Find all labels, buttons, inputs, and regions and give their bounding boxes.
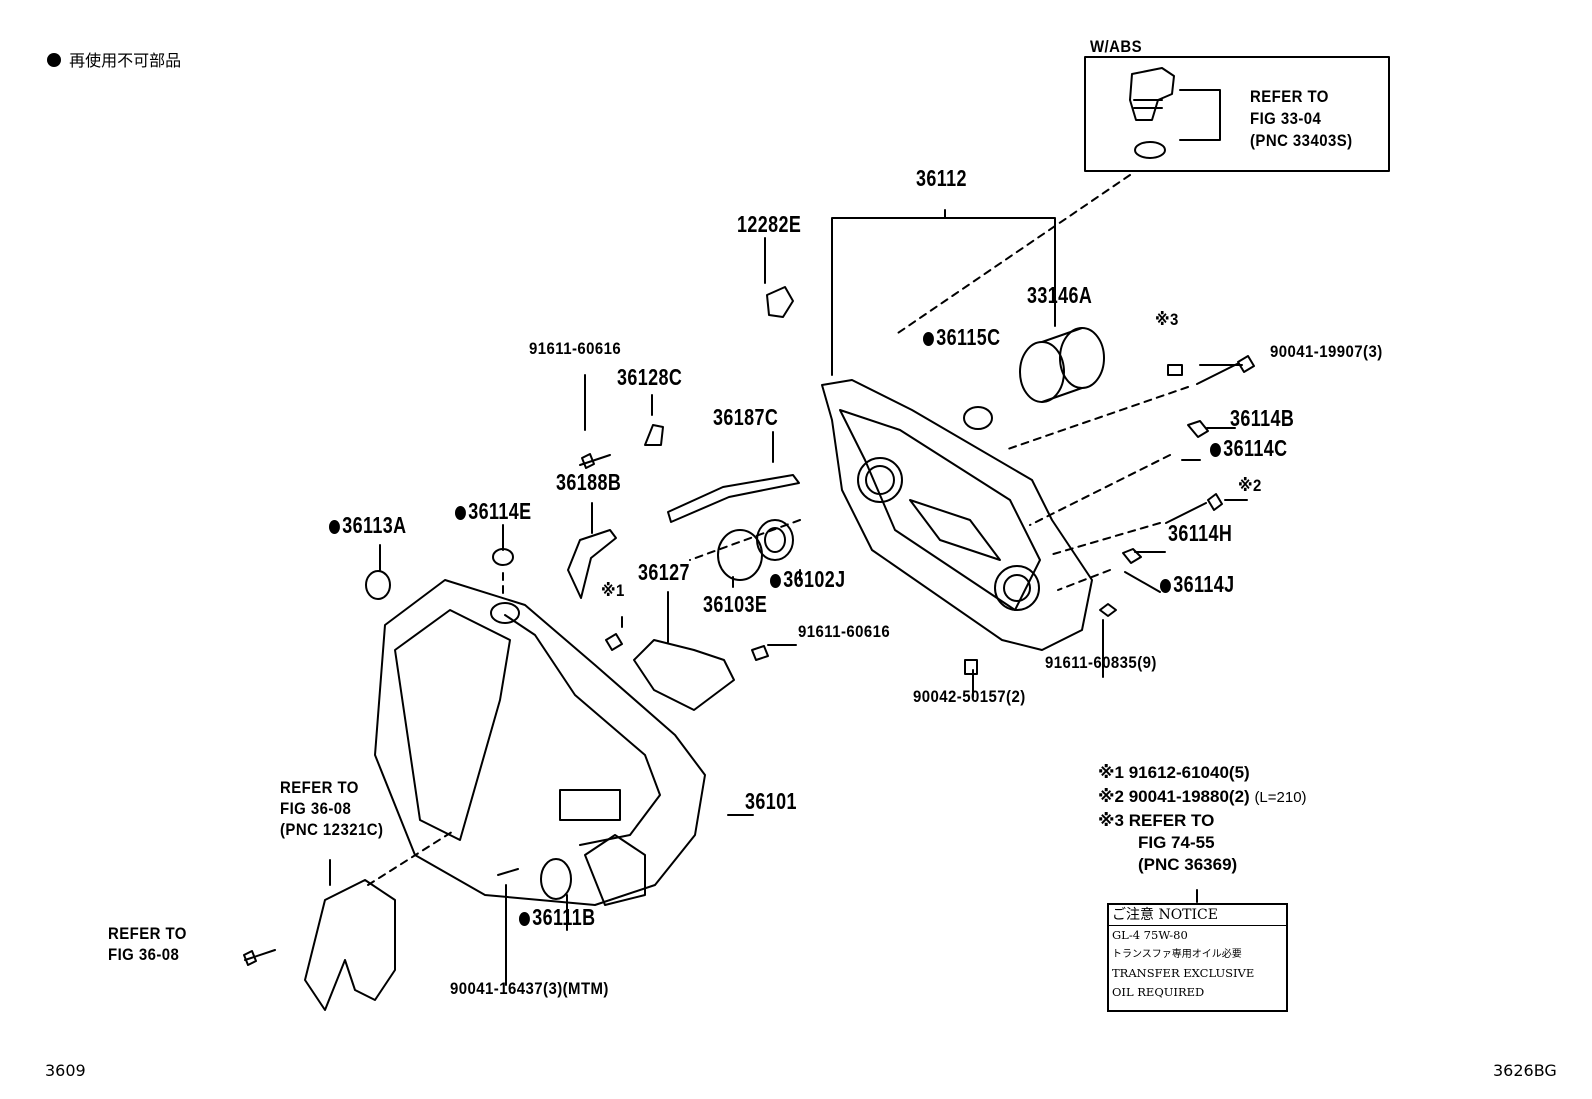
label-36114H: 36114H — [1168, 520, 1233, 546]
leader-lines-middle — [584, 237, 801, 646]
note-3-fig: FIG 74-55 — [1138, 833, 1215, 852]
leader-lines-right — [972, 364, 1248, 698]
clip-12282E — [766, 286, 794, 318]
seal-36113A — [365, 570, 391, 600]
seal-36102J — [756, 519, 794, 561]
label-91611-60616-b: 91611-60616 — [798, 622, 891, 641]
bolt-90041-19907 — [1196, 355, 1255, 385]
rear-case-36112 — [821, 379, 1093, 651]
label-36128C: 36128C — [617, 364, 683, 390]
note-1: ※1 91612-61040(5) — [1098, 763, 1250, 782]
note-2: ※2 90041-19880(2) (L=210) — [1098, 787, 1307, 806]
bracket-36112 — [831, 209, 1056, 376]
label-36115C: 36115C — [923, 326, 1000, 349]
notice-line-4: OIL REQUIRED — [1112, 985, 1205, 999]
bolt-91611-60616-b — [751, 645, 769, 661]
bolt-refer-36-08 — [243, 949, 276, 966]
label-36188B: 36188B — [556, 469, 622, 495]
refer-lower-refer: REFER TO — [108, 924, 187, 943]
bracket-12321C — [304, 879, 396, 1011]
label-91611-60835: 91611-60835(9) — [1045, 653, 1157, 672]
notice-line-3: TRANSFER EXCLUSIVE — [1112, 966, 1255, 980]
label-33146A: 33146A — [1027, 282, 1093, 308]
refer-upper-pnc: (PNC 12321C) — [280, 820, 384, 839]
label-90041-19907: 90041-19907(3) — [1270, 342, 1383, 361]
label-36103E: 36103E — [703, 591, 768, 617]
label-note2-symbol: ※2 — [1238, 476, 1262, 495]
notice-line-2: トランスファ専用オイル必要 — [1112, 949, 1242, 960]
label-36127: 36127 — [638, 559, 690, 585]
label-36114B: 36114B — [1230, 405, 1295, 431]
label-91611-60616-a: 91611-60616 — [529, 339, 622, 358]
bolt-note1 — [605, 633, 623, 651]
seal-36115C — [963, 406, 993, 430]
label-36187C: 36187C — [713, 404, 779, 430]
bolt-91611-60835 — [1099, 603, 1117, 617]
refer-lower-fig: FIG 36-08 — [108, 945, 180, 964]
nut-36114B — [1187, 420, 1209, 438]
abs-pnc: (PNC 33403S) — [1250, 131, 1353, 150]
stud-90041-16437 — [497, 868, 519, 876]
label-36101: 36101 — [745, 788, 797, 814]
bracket-36128C — [644, 424, 664, 446]
abs-heading: W/ABS — [1090, 37, 1143, 56]
cover-36127 — [633, 639, 735, 711]
footer-left-code: 3609 — [45, 1061, 86, 1080]
notice-line-1: GL-4 75W-80 — [1112, 928, 1188, 942]
plate-note3 — [1167, 364, 1183, 376]
front-case-36101 — [374, 579, 706, 906]
refer-upper-refer: REFER TO — [280, 778, 359, 797]
label-90041-16437: 90041-16437(3)(MTM) — [450, 979, 609, 998]
arm-36187C — [667, 474, 800, 523]
plate-36188B — [567, 529, 617, 599]
label-36102J: 36102J — [770, 568, 845, 591]
label-note1-symbol: ※1 — [601, 581, 625, 600]
note-3-pnc: (PNC 36369) — [1138, 855, 1238, 874]
plug-36114E — [492, 548, 514, 566]
label-36112: 36112 — [916, 165, 967, 191]
label-note3-symbol: ※3 — [1155, 310, 1179, 329]
label-36113A: 36113A — [329, 514, 406, 537]
abs-sensor-icon — [1129, 67, 1221, 159]
bolt-note2 — [1165, 493, 1223, 524]
footer-right-code: 3626BG — [1493, 1061, 1557, 1080]
dashed-lines-left — [367, 572, 504, 886]
abs-dashed-leader — [894, 174, 1131, 336]
refer-upper-fig: FIG 36-08 — [280, 799, 352, 818]
legend: 再使用不可部品 — [47, 47, 181, 71]
label-36111B: 36111B — [519, 906, 595, 929]
legend-text: 再使用不可部品 — [69, 51, 182, 70]
oil-notice-box: ご注意 NOTICE GL-4 75W-80 トランスファ専用オイル必要 TRA… — [1107, 903, 1288, 1012]
label-36114J: 36114J — [1160, 573, 1234, 596]
label-12282E: 12282E — [737, 211, 802, 237]
bearing-33146A — [1019, 327, 1105, 403]
nut-36114H — [1122, 548, 1142, 564]
bolt-91611-60616-a — [579, 453, 611, 469]
label-90042-50157: 90042-50157(2) — [913, 687, 1026, 706]
note-3: ※3 REFER TO — [1098, 811, 1215, 830]
label-36114C: 36114C — [1210, 437, 1287, 460]
notice-title: ご注意 NOTICE — [1109, 905, 1286, 926]
snap-ring-36103E — [717, 529, 763, 581]
assembly-dashed-lines — [689, 386, 1189, 591]
label-36114E: 36114E — [455, 500, 531, 523]
abs-fig: FIG 33-04 — [1250, 109, 1322, 128]
seal-36102J-inner — [764, 527, 786, 553]
pin-90042-50157 — [964, 659, 978, 675]
leader-lines-left — [379, 524, 754, 986]
abs-refer: REFER TO — [1250, 87, 1329, 106]
non-reusable-dot-icon — [47, 53, 61, 67]
abs-box — [1084, 56, 1390, 172]
seal-36111B — [540, 858, 572, 900]
